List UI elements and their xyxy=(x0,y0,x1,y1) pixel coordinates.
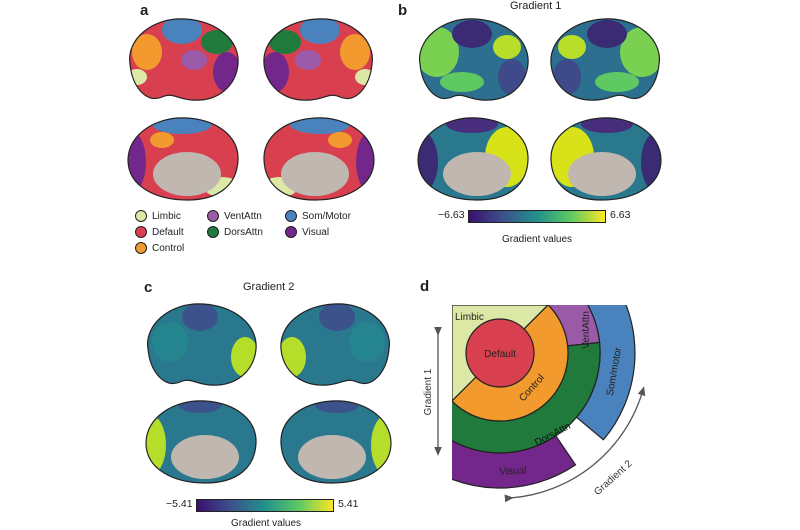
legend-item-sommotor: Som/Motor xyxy=(285,208,351,224)
colorbar-b-min: −6.63 xyxy=(438,209,465,221)
legend-label: Limbic xyxy=(152,210,181,222)
colorbar-gradient1 xyxy=(468,210,606,223)
dorsattn-swatch xyxy=(207,226,219,238)
brain-medial-left-gradient1 xyxy=(417,117,529,201)
gradient2-arrow xyxy=(504,386,646,503)
legend-item-default: Default xyxy=(135,224,184,240)
legend-item-control: Control xyxy=(135,240,184,256)
default-text: Default xyxy=(484,349,516,360)
brain-medial-left-networks xyxy=(127,117,239,201)
legend-label: Control xyxy=(152,242,185,254)
colorbar-c-min: −5.41 xyxy=(166,498,193,510)
brain-lateral-left-gradient2 xyxy=(147,303,257,386)
legend-label: DorsAttn xyxy=(224,226,263,238)
network-hierarchy-diagram: Limbic Default Control DorsAttn VentAttn… xyxy=(423,305,646,503)
limbic-text: Limbic xyxy=(455,312,484,323)
legend-item-limbic: Limbic xyxy=(135,208,181,224)
limbic-swatch xyxy=(135,210,147,222)
panel-a-label: a xyxy=(140,2,149,19)
control-swatch xyxy=(135,242,147,254)
brain-medial-right-gradient1 xyxy=(550,117,662,201)
panel-b-title: Gradient 1 xyxy=(510,0,562,12)
colorbar-b-max: 6.63 xyxy=(610,209,631,221)
brain-lateral-left-gradient1 xyxy=(419,18,529,101)
brain-medial-right-gradient2 xyxy=(280,400,392,484)
legend-item-dorsattn: DorsAttn xyxy=(207,224,263,240)
default-circle xyxy=(465,318,535,388)
colorbar-b-label: Gradient values xyxy=(502,234,573,245)
brain-lateral-right-gradient2 xyxy=(280,303,390,386)
legend-label: Som/Motor xyxy=(302,210,351,222)
sommotor-swatch xyxy=(285,210,297,222)
brain-lateral-right-networks xyxy=(263,18,373,101)
panel-d-label: d xyxy=(420,278,430,295)
panel-c-label: c xyxy=(144,279,153,296)
brain-lateral-left-networks xyxy=(129,18,239,101)
gradient2-axis-label: Gradient 2 xyxy=(592,458,634,498)
legend-label: Visual xyxy=(302,226,330,238)
visual-text: Visual xyxy=(499,465,527,477)
colorbar-c-max: 5.41 xyxy=(338,498,359,510)
brain-medial-right-networks xyxy=(263,117,375,201)
default-swatch xyxy=(135,226,147,238)
panel-b-label: b xyxy=(398,2,408,19)
legend-item-visual: Visual xyxy=(285,224,329,240)
legend-label: VentAttn xyxy=(224,210,262,222)
brain-medial-left-gradient2 xyxy=(145,400,257,484)
legend-item-ventattn: VentAttn xyxy=(207,208,262,224)
colorbar-gradient2 xyxy=(196,499,334,512)
gradient1-axis-label: Gradient 1 xyxy=(423,368,434,415)
legend-label: Default xyxy=(152,226,184,238)
brain-lateral-right-gradient1 xyxy=(550,18,660,101)
visual-swatch xyxy=(285,226,297,238)
ventattn-text: VentAttn xyxy=(581,311,592,349)
panel-c-title: Gradient 2 xyxy=(243,281,295,293)
ventattn-swatch xyxy=(207,210,219,222)
colorbar-c-label: Gradient values xyxy=(231,518,302,529)
